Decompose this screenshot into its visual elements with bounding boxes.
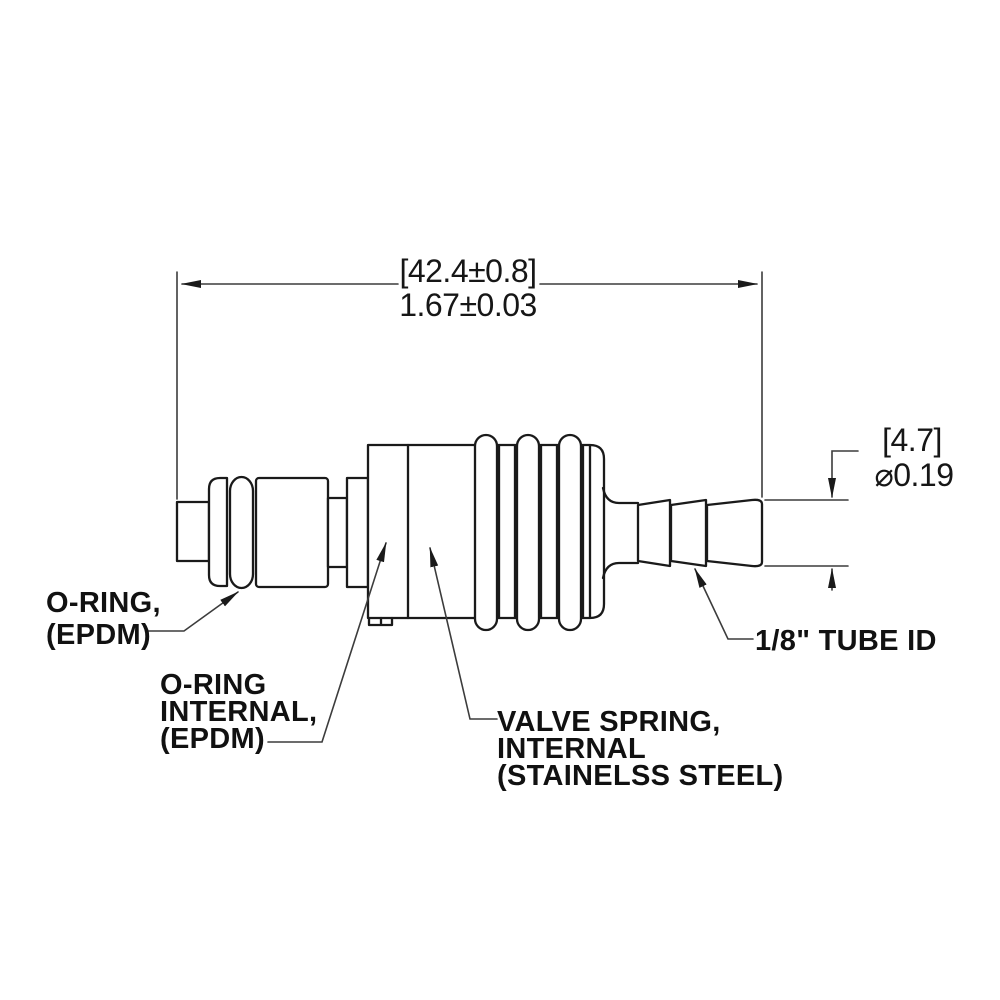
front-collar xyxy=(207,476,229,588)
leader-oring xyxy=(147,591,239,632)
groove-neck xyxy=(326,496,349,569)
rear-collar xyxy=(345,476,370,589)
leader-valve-spring xyxy=(429,547,498,720)
dimension-group xyxy=(176,271,859,591)
callout-valve-spring-line1: VALVE SPRING, xyxy=(497,706,721,738)
callout-oring-line2: (EPDM) xyxy=(46,619,151,651)
rib-groove-lines xyxy=(497,444,592,619)
text-group: [42.4±0.8] 1.67±0.03 [4.7] ⌀0.19 O-RING,… xyxy=(46,253,954,792)
body-rib-1 xyxy=(473,433,499,632)
barb-2 xyxy=(669,498,708,568)
fitting-body-group xyxy=(175,433,764,632)
neck-fillet-top xyxy=(601,486,640,505)
body-bottom-tab xyxy=(367,616,394,627)
body-rib-2 xyxy=(515,433,541,632)
leader-tube-id xyxy=(694,568,754,640)
dia-dim-arrow-top xyxy=(828,450,859,498)
dim-overall-metric: [42.4±0.8] xyxy=(399,253,536,289)
callout-oring-line1: O-RING, xyxy=(46,587,161,619)
leader-oring-internal xyxy=(267,542,387,743)
callout-oring-internal-line1: O-RING xyxy=(160,669,267,701)
barb-tip xyxy=(705,498,764,568)
body-rib-3 xyxy=(557,433,583,632)
neck-fillet-bottom xyxy=(601,561,640,580)
left-stem xyxy=(175,500,211,563)
oring-external xyxy=(228,475,255,590)
barb-1 xyxy=(636,498,672,568)
callout-valve-spring-line3: (STAINELSS STEEL) xyxy=(497,760,784,792)
dim-overall-imperial: 1.67±0.03 xyxy=(399,287,537,323)
callout-oring-internal-line2: INTERNAL, xyxy=(160,696,317,728)
leader-group xyxy=(147,542,754,743)
callout-oring-internal-line3: (EPDM) xyxy=(160,723,265,755)
dim-tip-imperial: ⌀0.19 xyxy=(874,457,953,493)
hex-block xyxy=(254,476,330,589)
dim-tip-metric: [4.7] xyxy=(882,422,942,458)
callout-valve-spring-line2: INTERNAL xyxy=(497,733,646,765)
callout-tube-id: 1/8" TUBE ID xyxy=(755,625,937,657)
